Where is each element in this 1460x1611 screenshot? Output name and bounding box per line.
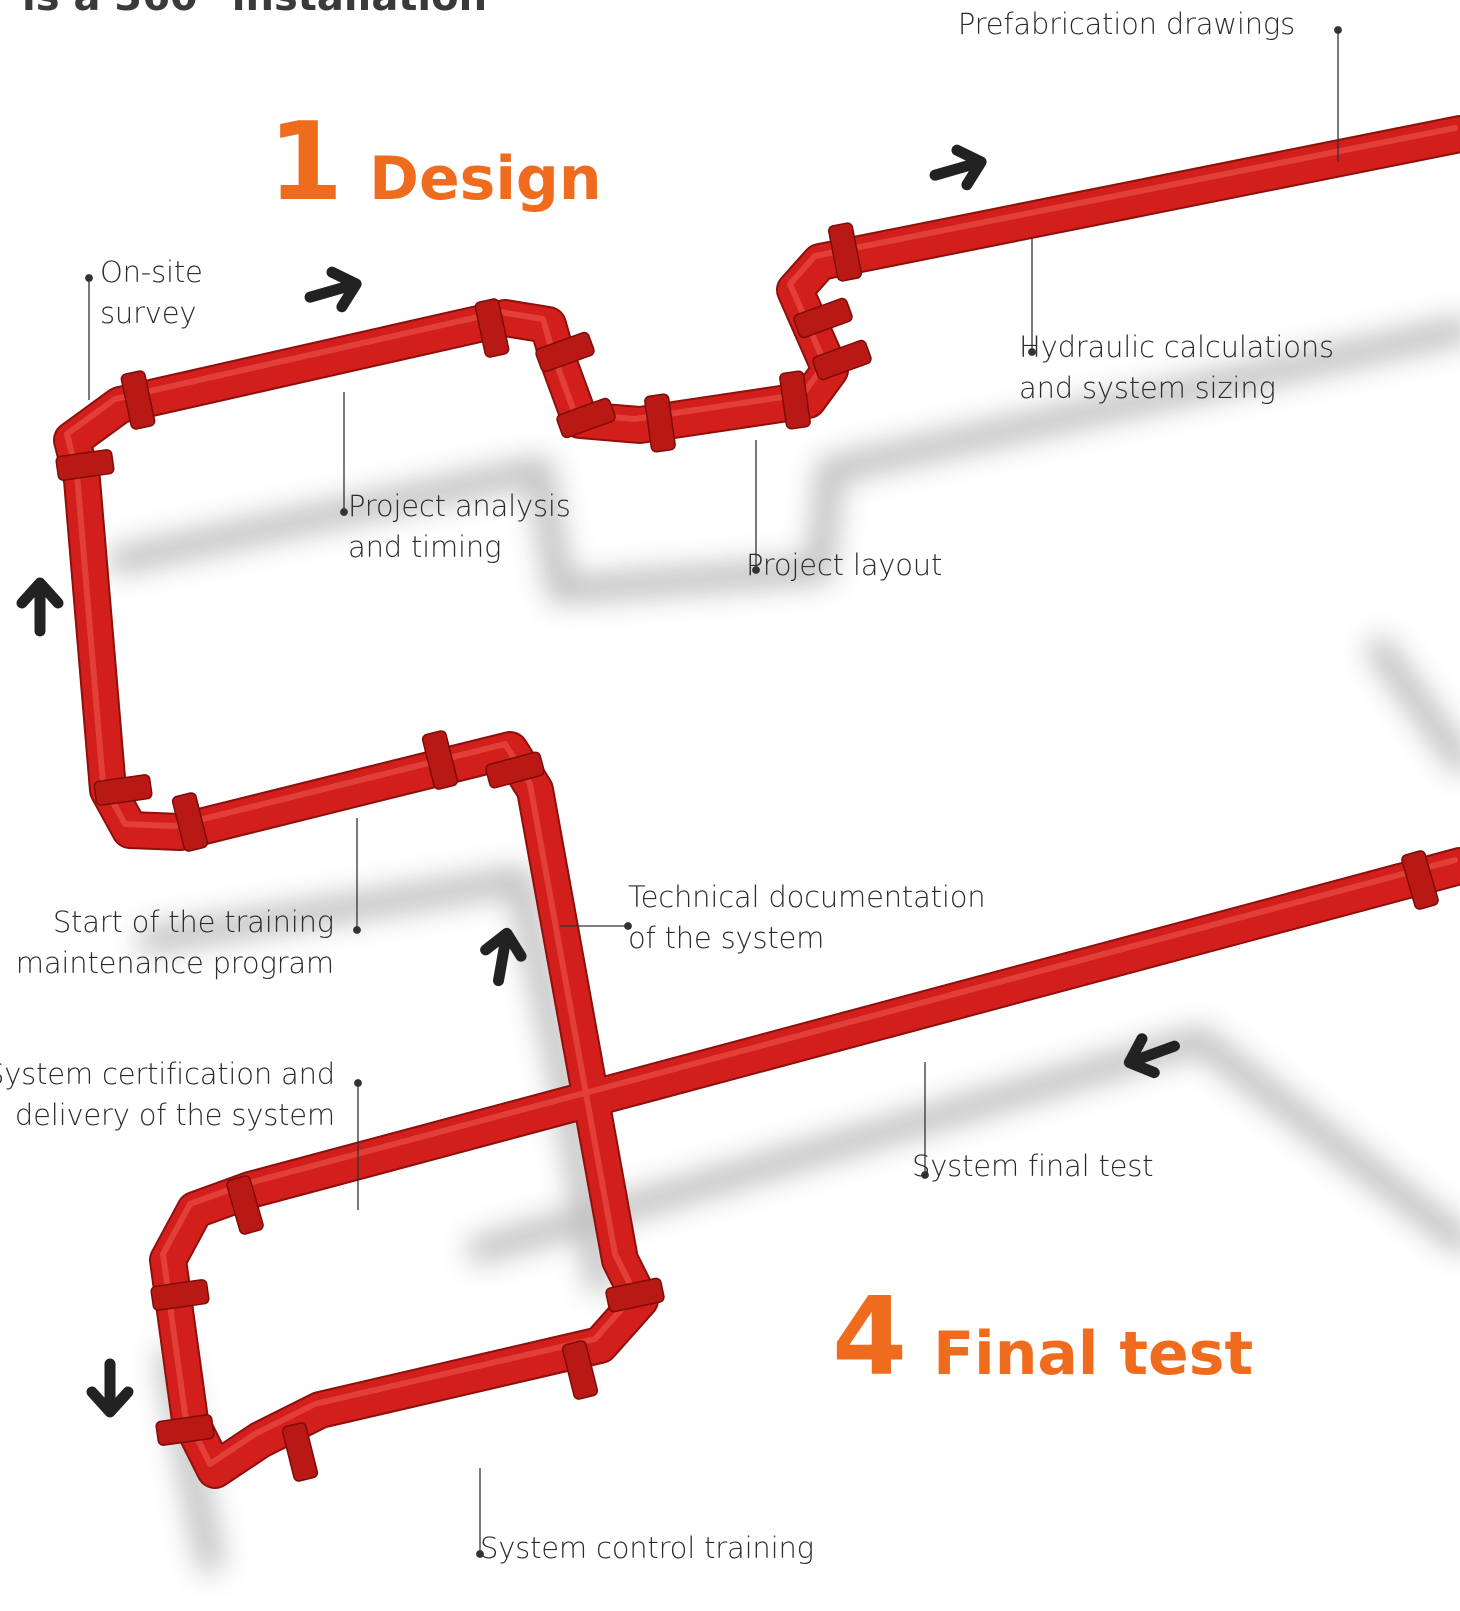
label-system-control-training: System control training [480,1531,814,1565]
pipe-coupling [535,331,595,373]
label-hydraulic-calculations: Hydraulic calculations and system sizing [1019,330,1334,405]
pipe-coupling [155,1414,215,1446]
arrow-icon [16,577,64,637]
pipe-coupling [474,298,510,358]
label-prefabrication-drawings: Prefabrication drawings [957,7,1295,41]
label-project-layout: Project layout [746,548,943,582]
pipe-coupling [55,449,115,481]
step-design-name: Design [369,144,602,214]
label-start-of-training: Start of the training maintenance progra… [15,905,334,980]
pipe-coupling [561,1340,599,1400]
pipe-coupling [793,297,853,339]
pipe-coupling [605,1277,665,1313]
step-design-number: 1 [268,100,344,225]
pipe-coupling [120,370,156,430]
pipe-coupling [421,730,459,790]
pipe-coupling [226,1175,264,1235]
direction-arrows [16,144,1180,1418]
arrow-icon [929,144,987,191]
pipe-coupling [281,1422,319,1482]
arrow-icon [480,927,527,987]
pipe-coupling [150,1279,210,1311]
pipe-coupling [485,751,545,789]
step-design-title: 1 Design [268,100,602,225]
pipe-coupling [812,339,872,381]
label-system-certification: System certification and delivery of the… [0,1057,335,1132]
pipe-coupling [779,370,811,430]
arrow-icon [304,266,362,313]
pipe-coupling [556,397,616,439]
arrow-icon [86,1358,134,1418]
step-final-number: 4 [832,1275,908,1400]
page-heading: is a 360° installation [22,0,487,20]
label-project-analysis: Project analysis and timing [348,489,571,564]
arrow-icon [1123,1033,1180,1079]
label-system-final-test: System final test [912,1149,1154,1183]
leader-lines [85,26,1342,1558]
pipe-coupling [827,222,863,282]
label-technical-documentation: Technical documentation of the system [628,880,986,955]
pipe-coupling [171,792,209,852]
pipe-coupling [1401,850,1439,910]
pipe-coupling [644,393,676,453]
pipe-coupling [93,774,153,806]
step-final-title: 4 Final test [832,1275,1253,1400]
pipe-couplings [55,222,1439,1482]
label-on-site-survey: On-site survey [100,255,203,330]
step-final-name: Final test [933,1319,1254,1389]
